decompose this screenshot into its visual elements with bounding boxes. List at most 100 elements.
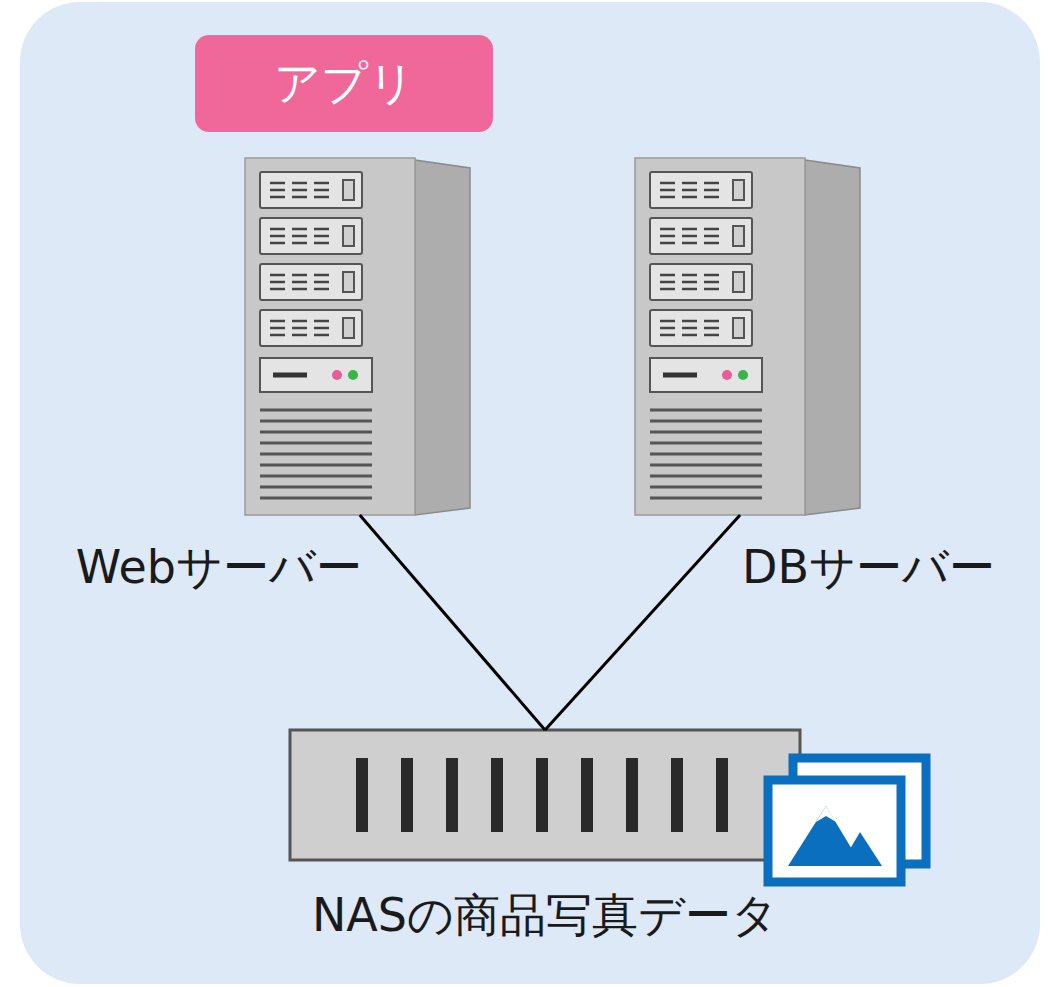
nas-bay-bar bbox=[356, 758, 368, 832]
vent-line bbox=[650, 431, 762, 434]
nas-storage: NASの商品写真データ bbox=[290, 730, 800, 860]
bay-button bbox=[733, 272, 744, 292]
bay-mark bbox=[270, 334, 285, 337]
bay-mark bbox=[682, 288, 697, 291]
nas-bay-bar bbox=[626, 758, 638, 832]
bay-mark bbox=[704, 274, 719, 277]
front-panel bbox=[650, 358, 762, 392]
bay-mark bbox=[270, 242, 285, 245]
tower-front bbox=[245, 158, 415, 515]
drive-bay bbox=[260, 218, 362, 254]
power-led bbox=[332, 370, 342, 380]
drive-bay bbox=[260, 264, 362, 300]
vent-line bbox=[260, 420, 372, 423]
bay-mark bbox=[270, 281, 285, 284]
tower-front bbox=[635, 158, 805, 515]
vent-line bbox=[260, 464, 372, 467]
bay-mark bbox=[704, 327, 719, 330]
bay-mark bbox=[270, 196, 285, 199]
bay-mark bbox=[660, 274, 675, 277]
vent-line bbox=[650, 464, 762, 467]
vent-line bbox=[260, 409, 372, 412]
bay-mark bbox=[292, 334, 307, 337]
photo-icon bbox=[768, 758, 926, 882]
bay-mark bbox=[314, 274, 329, 277]
status-led bbox=[738, 370, 748, 380]
web-server: Webサーバー bbox=[245, 158, 470, 515]
mountain-small bbox=[840, 832, 882, 866]
bay-mark bbox=[270, 327, 285, 330]
nas-bay-bar bbox=[716, 758, 728, 832]
bay-mark bbox=[704, 281, 719, 284]
bay-mark bbox=[314, 334, 329, 337]
connector-line bbox=[545, 515, 740, 730]
bay-mark bbox=[270, 182, 285, 185]
bay-mark bbox=[314, 288, 329, 291]
bay-button bbox=[733, 226, 744, 246]
mountain-snow bbox=[816, 806, 836, 822]
bay-mark bbox=[704, 182, 719, 185]
vent-line bbox=[260, 453, 372, 456]
nas-bay-bar bbox=[491, 758, 503, 832]
bay-mark bbox=[704, 228, 719, 231]
bay-mark bbox=[314, 320, 329, 323]
bay-mark bbox=[704, 334, 719, 337]
bay-button bbox=[343, 318, 354, 338]
vent-line bbox=[650, 442, 762, 445]
bay-mark bbox=[270, 320, 285, 323]
vent-line bbox=[650, 420, 762, 423]
bay-mark bbox=[660, 334, 675, 337]
bay-mark bbox=[292, 288, 307, 291]
bay-mark bbox=[660, 235, 675, 238]
bay-mark bbox=[704, 196, 719, 199]
bay-mark bbox=[314, 281, 329, 284]
vent-line bbox=[650, 475, 762, 478]
bay-mark bbox=[314, 196, 329, 199]
vent-line bbox=[650, 409, 762, 412]
bay-mark bbox=[270, 228, 285, 231]
bay-mark bbox=[682, 182, 697, 185]
device-label: NASの商品写真データ bbox=[312, 888, 778, 943]
bay-mark bbox=[660, 320, 675, 323]
bay-mark bbox=[314, 182, 329, 185]
vent-line bbox=[260, 486, 372, 489]
connector-line bbox=[360, 515, 545, 730]
bay-button bbox=[343, 226, 354, 246]
bay-mark bbox=[292, 189, 307, 192]
bay-button bbox=[343, 272, 354, 292]
bay-mark bbox=[682, 189, 697, 192]
power-led bbox=[722, 370, 732, 380]
bay-mark bbox=[682, 196, 697, 199]
bay-mark bbox=[660, 189, 675, 192]
bay-mark bbox=[660, 242, 675, 245]
vent-line bbox=[650, 453, 762, 456]
vent-line bbox=[260, 497, 372, 500]
bay-mark bbox=[270, 235, 285, 238]
status-led bbox=[348, 370, 358, 380]
panel-slot bbox=[663, 373, 697, 378]
vent-line bbox=[260, 431, 372, 434]
photo-front bbox=[768, 780, 901, 882]
bay-mark bbox=[682, 235, 697, 238]
box-label: アプリ bbox=[274, 56, 415, 111]
vent-line bbox=[260, 475, 372, 478]
drive-bay bbox=[650, 218, 752, 254]
bay-mark bbox=[704, 189, 719, 192]
device-label: DBサーバー bbox=[742, 540, 995, 595]
nas-bay-bar bbox=[401, 758, 413, 832]
drive-bay bbox=[650, 172, 752, 208]
drive-bay bbox=[260, 172, 362, 208]
bay-mark bbox=[270, 189, 285, 192]
app-label-box: アプリ bbox=[195, 35, 493, 132]
bay-mark bbox=[704, 288, 719, 291]
drive-bay bbox=[650, 310, 752, 346]
drive-bay bbox=[260, 310, 362, 346]
panel-background bbox=[20, 2, 1040, 984]
device-label: Webサーバー bbox=[76, 540, 362, 595]
nas-bay-bar bbox=[446, 758, 458, 832]
nas-bay-bar bbox=[581, 758, 593, 832]
front-panel bbox=[260, 358, 372, 392]
server-tower bbox=[245, 158, 470, 515]
